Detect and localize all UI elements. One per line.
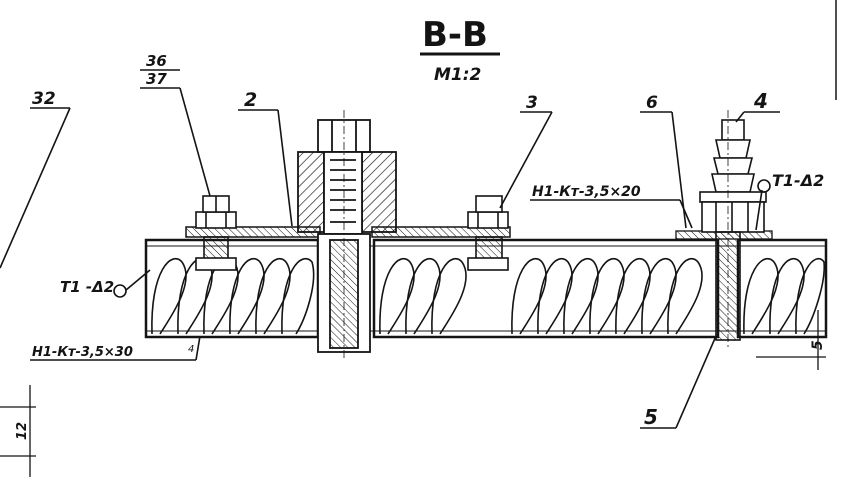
label-part-6: 6 (646, 93, 658, 113)
dimension-12 (0, 385, 36, 477)
dimension-5 (756, 310, 826, 370)
leader-lines (0, 69, 780, 429)
nipple-fitting (699, 110, 767, 350)
label-part-2: 2 (244, 89, 257, 111)
dimension-5-value: 5 (810, 340, 826, 350)
dimension-12-value: 12 (15, 422, 30, 440)
label-part-36: 36 (146, 52, 167, 70)
insulation-coils (151, 257, 825, 335)
center-bolt-assembly (297, 110, 397, 360)
label-part-4: 4 (753, 89, 768, 113)
weld-note-right: Т1-Δ2 (772, 171, 824, 190)
label-part-3: 3 (526, 93, 538, 113)
weld-note-bottom: Н1-Кт-3,5×30 (32, 345, 133, 360)
label-part-5: 5 (644, 405, 658, 429)
weld-note-top: Н1-Кт-3,5×20 (532, 184, 641, 200)
weld-symbol-circle-right (757, 179, 771, 193)
weld-note-left: Т1 -Δ2 (60, 278, 114, 296)
label-part-37: 37 (146, 70, 167, 88)
label-part-32: 32 (32, 89, 56, 109)
weld-symbol-circle-left (113, 284, 127, 298)
weld-note-bottom-mark: 4 (188, 344, 194, 355)
scale-label: M1:2 (434, 65, 481, 85)
middle-nut-assembly (467, 195, 509, 271)
left-bolt-assembly (195, 195, 237, 271)
section-title: B-B (422, 15, 488, 55)
